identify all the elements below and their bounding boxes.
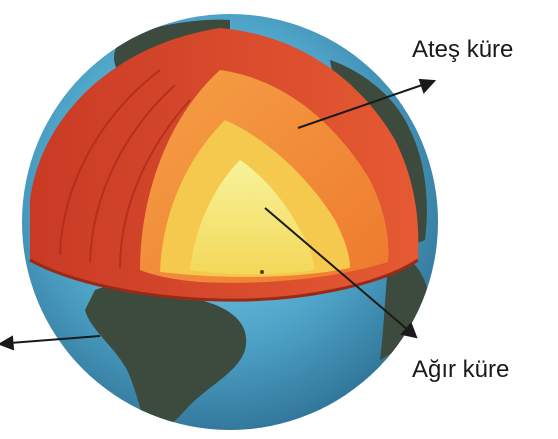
center-dot: [260, 270, 264, 274]
right-landmass: [380, 250, 430, 360]
crust-stripes: [59, 69, 191, 269]
label-agir-kure: Ağır küre: [412, 356, 510, 383]
cut-edge: [29, 258, 419, 302]
south-america-landmass: [85, 284, 247, 430]
inner-core-layer: [190, 160, 314, 275]
arrow-agir-kure: [264, 207, 418, 339]
label-ates-kure: Ateş küre: [412, 36, 514, 63]
arrow-left: [0, 335, 101, 351]
arrow-ates-kure: [297, 78, 437, 129]
